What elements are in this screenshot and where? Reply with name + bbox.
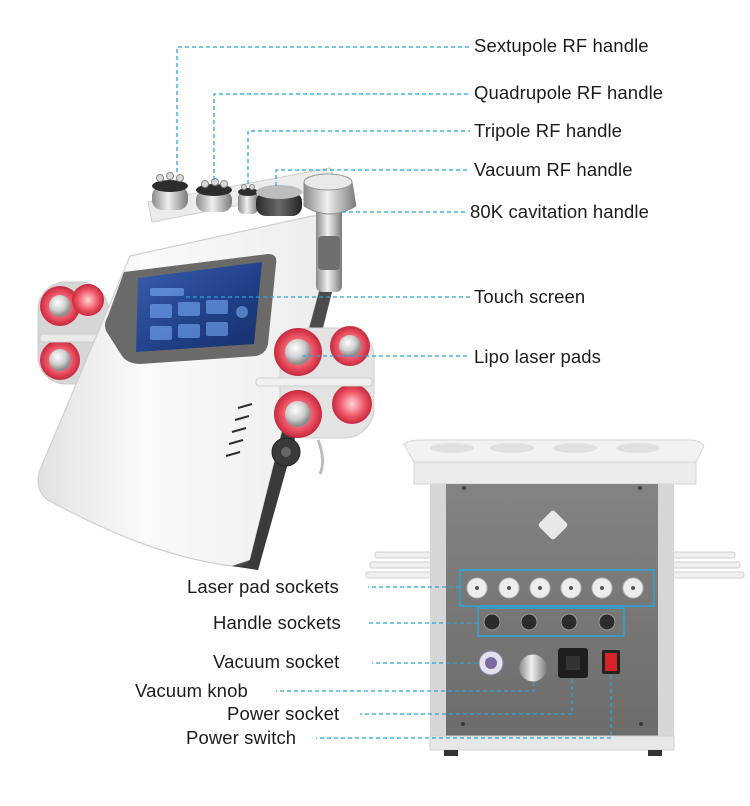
handle-sockets-art (483, 613, 616, 631)
front-machine (37, 167, 375, 570)
handle-sockets-box (477, 607, 625, 637)
laser-sockets-box (459, 569, 655, 607)
quadrupole-handle (196, 178, 232, 212)
back-machine (365, 439, 745, 756)
sextupole-handle (152, 172, 188, 210)
leader-tripole (247, 130, 470, 184)
label-vacuum-socket: Vacuum socket (213, 651, 340, 672)
cavitation-handle (303, 173, 357, 292)
leader-power-socket (360, 679, 573, 715)
leader-vacuum-rf (275, 169, 470, 186)
tripole-handle (238, 184, 258, 214)
leader-power-switch (316, 675, 612, 739)
vacuum-rf-handle (256, 185, 302, 216)
label-power-socket: Power socket (227, 703, 340, 724)
label-vacuum-knob: Vacuum knob (135, 680, 248, 701)
label-touch-screen: Touch screen (474, 286, 586, 307)
leader-sextupole (176, 46, 470, 172)
label-power-switch: Power switch (186, 727, 297, 748)
label-vacuum-rf-handle: Vacuum RF handle (474, 159, 633, 180)
label-quadrupole-rf-handle: Quadrupole RF handle (474, 82, 664, 103)
laser-pad-sockets (466, 577, 644, 599)
label-handle-sockets: Handle sockets (213, 612, 341, 633)
label-cavitation-handle: 80K cavitation handle (470, 201, 650, 222)
label-tripole-rf-handle: Tripole RF handle (474, 120, 623, 141)
leader-quadrupole (213, 93, 470, 180)
label-lipo-laser-pads: Lipo laser pads (474, 346, 601, 367)
left-laser-pads (37, 281, 117, 385)
leader-vacuum-knob (276, 682, 535, 692)
label-sextupole-rf-handle: Sextupole RF handle (474, 35, 649, 56)
leader-lines (176, 46, 612, 739)
label-laser-pad-sockets: Laser pad sockets (187, 576, 339, 597)
